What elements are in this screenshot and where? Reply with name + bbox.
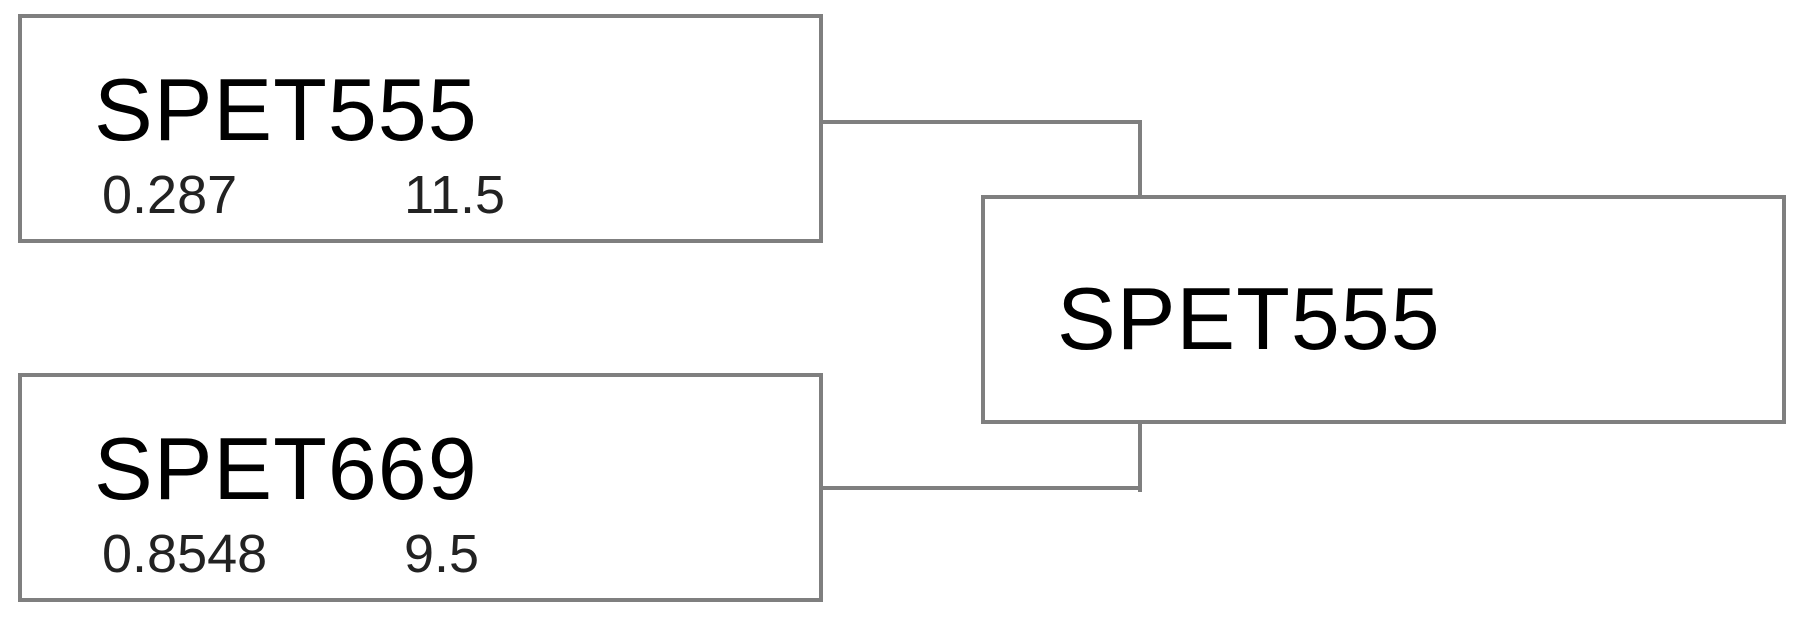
team-name-top: SPET555: [94, 60, 478, 159]
match-team-top-box: SPET555 0.287 11.5: [18, 14, 823, 243]
winner-team-name: SPET555: [1057, 269, 1441, 368]
team-top-stat1: 0.287: [102, 165, 238, 225]
team-bottom-stat2: 9.5: [404, 524, 480, 584]
connector-top-vertical: [1138, 120, 1142, 199]
team-top-stat2: 11.5: [404, 165, 506, 225]
connector-top-horizontal: [823, 120, 1142, 124]
team-name-bottom: SPET669: [94, 419, 478, 518]
team-bottom-stat1: 0.8548: [102, 524, 268, 584]
winner-box: SPET555: [981, 195, 1786, 424]
connector-bottom-horizontal: [823, 486, 1142, 490]
connector-bottom-vertical: [1138, 420, 1142, 492]
match-team-bottom-box: SPET669 0.8548 9.5: [18, 373, 823, 602]
